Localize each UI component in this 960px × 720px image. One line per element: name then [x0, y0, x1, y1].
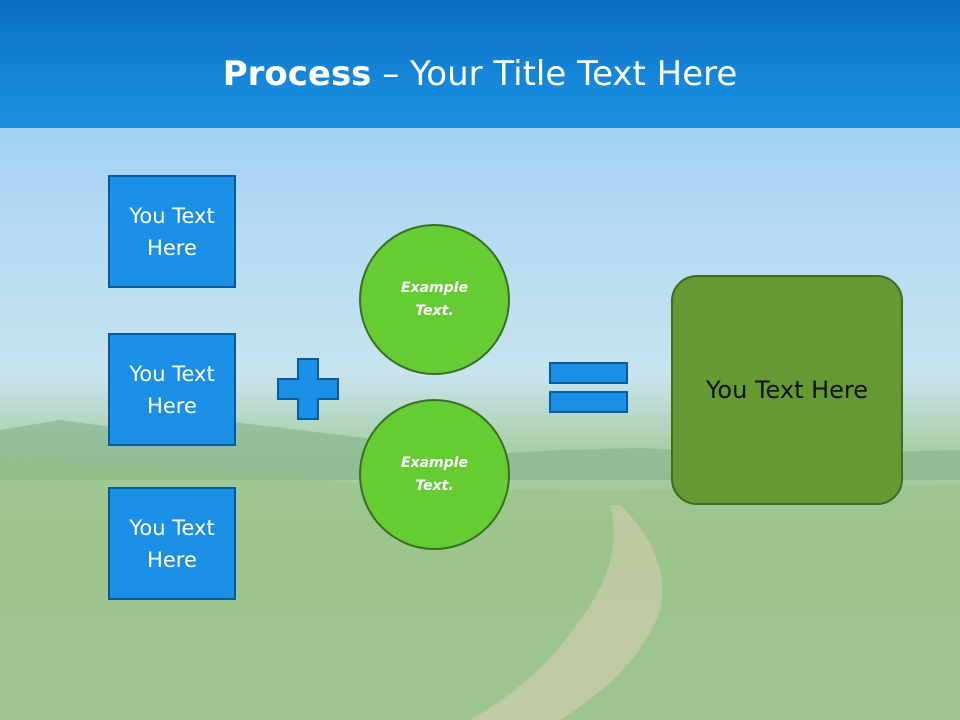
input-box-1-line1: You Text	[129, 203, 215, 228]
example-circle-1-line1: Example	[401, 279, 468, 296]
input-box-2-line2: Here	[147, 393, 197, 418]
result-label: You Text Here	[705, 376, 869, 404]
input-box-3-line1: You Text	[129, 515, 215, 540]
input-box-1-line2: Here	[147, 235, 197, 260]
slide-title: Process – Your Title Text Here	[0, 52, 960, 96]
input-box-3-line2: Here	[147, 547, 197, 572]
title-bar: Process – Your Title Text Here	[0, 0, 960, 128]
example-circle-2-line1: Example	[401, 454, 468, 471]
plus-icon	[277, 358, 339, 420]
example-circle-2-line2: Text.	[415, 477, 454, 494]
title-rest: – Your Title Text Here	[371, 54, 738, 94]
result-box[interactable]: You Text Here	[671, 275, 903, 505]
example-circle-1-line2: Text.	[415, 302, 454, 319]
input-box-2-line1: You Text	[129, 361, 215, 386]
equals-icon	[549, 362, 628, 413]
title-bold: Process	[222, 54, 372, 94]
